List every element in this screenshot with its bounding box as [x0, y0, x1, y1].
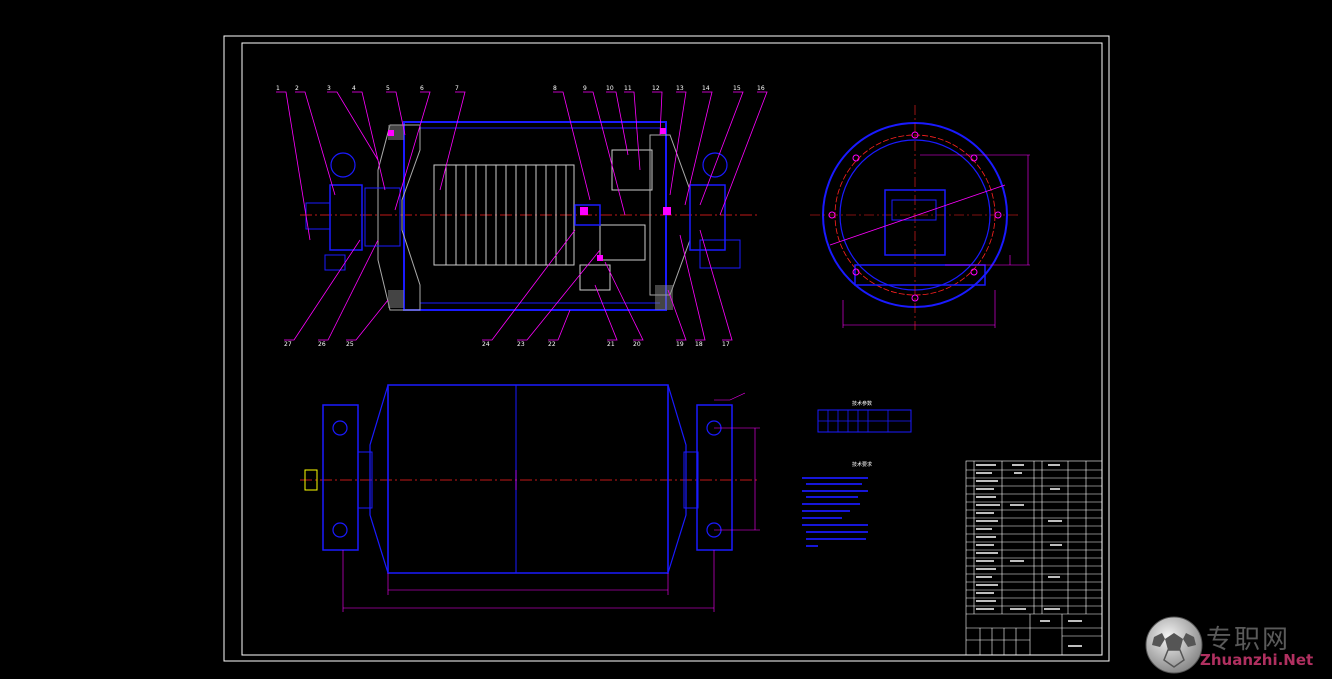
callout-17: 17 [722, 341, 730, 348]
section-view: 1 2 3 4 5 6 7 8 9 10 11 12 13 14 15 16 2… [276, 85, 768, 348]
watermark-cn: 专职网 [1206, 625, 1291, 655]
callout-16: 16 [757, 85, 765, 92]
callout-26: 26 [318, 341, 326, 348]
callout-25: 25 [346, 341, 354, 348]
tech-parameters: 技术参数 技术要求 [802, 400, 912, 547]
callout-20: 20 [633, 341, 641, 348]
callout-22: 22 [548, 341, 556, 348]
callout-2: 2 [295, 85, 299, 92]
callout-21: 21 [607, 341, 615, 348]
callout-19: 19 [676, 341, 684, 348]
end-view [810, 105, 1030, 330]
soccer-ball-logo-icon [1145, 616, 1203, 674]
watermark: 专职网 Zhuanzhi.Net [1144, 615, 1324, 675]
callout-4: 4 [352, 85, 356, 92]
callout-23: 23 [517, 341, 525, 348]
callout-6: 6 [420, 85, 424, 92]
watermark-en: Zhuanzhi.Net [1200, 651, 1314, 669]
outer-frame [223, 35, 1110, 662]
inner-frame [241, 42, 1103, 656]
callout-10: 10 [606, 85, 614, 92]
tech-table-title: 技术参数 [852, 400, 872, 407]
callout-7: 7 [455, 85, 459, 92]
tech-notes-title: 技术要求 [852, 461, 872, 468]
callout-9: 9 [583, 85, 587, 92]
title-block-fill [976, 464, 1082, 647]
callout-15: 15 [733, 85, 741, 92]
callout-5: 5 [386, 85, 390, 92]
callout-13: 13 [676, 85, 684, 92]
callout-1: 1 [276, 85, 280, 92]
callout-14: 14 [702, 85, 710, 92]
title-block [965, 460, 1103, 656]
callout-11: 11 [624, 85, 632, 92]
callout-24: 24 [482, 341, 490, 348]
callout-8: 8 [553, 85, 557, 92]
plan-view [300, 384, 760, 612]
callout-3: 3 [327, 85, 331, 92]
callout-18: 18 [695, 341, 703, 348]
callout-27: 27 [284, 341, 292, 348]
callout-12: 12 [652, 85, 660, 92]
